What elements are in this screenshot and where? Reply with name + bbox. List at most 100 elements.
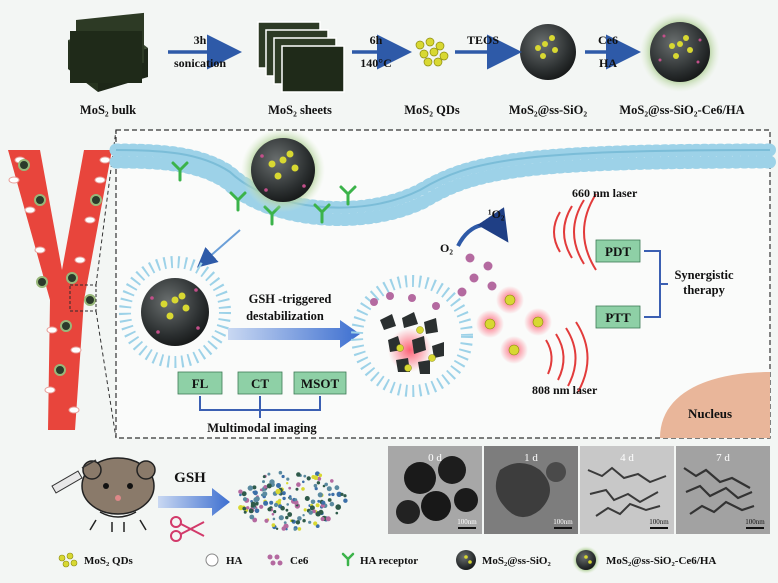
debris-dot bbox=[253, 490, 258, 496]
arrow2-top-text: 6h bbox=[370, 33, 383, 47]
step-label-qds: MoS₂ QDs bbox=[404, 103, 460, 117]
oxygen-conversion-arrow bbox=[456, 207, 509, 247]
debris-dot bbox=[304, 496, 310, 501]
synergy-bracket bbox=[644, 250, 668, 318]
debris-dot bbox=[250, 501, 256, 507]
debris-dot bbox=[262, 480, 265, 484]
debris-dot bbox=[248, 508, 254, 514]
ce6-cluster-icon bbox=[267, 554, 283, 566]
legend-label-qds: MoS₂ QDs bbox=[84, 555, 134, 567]
debris-dot bbox=[283, 521, 287, 524]
endosome-left bbox=[119, 256, 231, 368]
mos2-qds-cluster bbox=[415, 37, 449, 67]
debris-dot bbox=[252, 517, 258, 523]
debris-dot bbox=[241, 491, 247, 497]
tem-panel-4d bbox=[580, 446, 674, 534]
debris-dot bbox=[266, 483, 272, 489]
debris-dot bbox=[263, 485, 268, 489]
gsh-trigger-arrow bbox=[228, 320, 360, 348]
debris-dot bbox=[343, 498, 348, 503]
arrow2-bottom-text: 140°C bbox=[360, 56, 391, 70]
debris-dot bbox=[276, 483, 281, 488]
debris-dot bbox=[281, 474, 285, 479]
debris-dot bbox=[294, 498, 298, 502]
debris-dot bbox=[302, 519, 306, 523]
debris-dot bbox=[249, 514, 255, 520]
debris-dot bbox=[313, 483, 318, 488]
debris-dot bbox=[340, 492, 344, 496]
synergy-line2: therapy bbox=[683, 283, 725, 297]
oxygen-label: O₂ bbox=[440, 241, 453, 255]
scale-bar-4d: 100nm bbox=[649, 518, 669, 526]
debris-dot bbox=[301, 487, 305, 491]
debris-dot bbox=[287, 512, 293, 517]
debris-dot bbox=[281, 526, 286, 531]
debris-dot bbox=[267, 507, 272, 512]
cell-membrane bbox=[109, 143, 777, 227]
debris-dot bbox=[343, 494, 347, 498]
debris-dot bbox=[325, 516, 331, 522]
debris-dot bbox=[246, 506, 250, 510]
debris-dot bbox=[281, 491, 286, 496]
debris-dot bbox=[329, 501, 335, 507]
step-label-sheets: MoS₂ sheets bbox=[268, 103, 332, 117]
arrow3-top-text: TEOS bbox=[467, 33, 499, 47]
debris-dot bbox=[309, 505, 315, 511]
legend-label-receptor: HA receptor bbox=[360, 555, 418, 567]
debris-dot bbox=[302, 514, 305, 517]
debris-dot bbox=[242, 506, 247, 511]
debris-dot bbox=[262, 491, 268, 497]
gsh-bottom-arrow bbox=[158, 488, 230, 516]
ha-receptors bbox=[171, 161, 357, 226]
debris-dot bbox=[252, 485, 257, 490]
mos2-sheets-stack bbox=[257, 21, 345, 93]
debris-dot bbox=[259, 488, 263, 492]
legend-label-ha: HA bbox=[226, 555, 243, 567]
arrow1-bottom-text: sonication bbox=[174, 56, 226, 70]
debris-dot bbox=[262, 475, 266, 479]
debris-dot bbox=[303, 508, 307, 512]
debris-dot bbox=[271, 523, 276, 527]
mouse-illustration bbox=[51, 457, 156, 532]
gsh-trigger-line2: destabilization bbox=[246, 309, 324, 323]
gsh-bottom-label: GSH bbox=[174, 470, 206, 486]
fl-label: FL bbox=[192, 376, 209, 391]
imaging-caption: Multimodal imaging bbox=[207, 421, 317, 435]
debris-dot bbox=[238, 489, 243, 494]
pdt-label: PDT bbox=[605, 244, 631, 259]
debris-dot bbox=[308, 510, 313, 515]
legend-label-ce6: Ce6 bbox=[290, 555, 309, 567]
debris-dot bbox=[280, 505, 285, 511]
debris-dot bbox=[296, 482, 301, 487]
debris-dot bbox=[275, 488, 281, 495]
ptt-label: PTT bbox=[605, 310, 631, 325]
mos2-bulk-block bbox=[68, 12, 148, 92]
nucleus-shape bbox=[660, 372, 770, 438]
debris-dot bbox=[286, 477, 290, 481]
step-label-sio2: MoS₂@ss-SiO₂ bbox=[509, 103, 587, 117]
degraded-particle-cloud bbox=[238, 470, 348, 531]
debris-dot bbox=[275, 527, 279, 530]
msot-box bbox=[293, 371, 347, 395]
debris-dot bbox=[272, 517, 276, 521]
nucleus-label: Nucleus bbox=[688, 406, 732, 421]
debris-dot bbox=[285, 508, 289, 512]
debris-dot bbox=[247, 485, 253, 491]
debris-dot bbox=[278, 470, 283, 475]
debris-dot bbox=[313, 521, 318, 526]
debris-dot bbox=[334, 485, 340, 491]
debris-dot bbox=[310, 499, 316, 505]
qd-cluster-icon bbox=[58, 552, 78, 568]
debris-dot bbox=[267, 472, 271, 476]
debris-dot bbox=[335, 511, 339, 515]
debris-dot bbox=[286, 482, 289, 485]
debris-dot bbox=[317, 499, 321, 503]
blood-vessel bbox=[8, 150, 112, 430]
ct-box bbox=[237, 371, 283, 395]
debris-dot bbox=[288, 486, 292, 490]
scale-bar-0d: 100nm bbox=[457, 518, 477, 526]
laser-808-label: 808 nm laser bbox=[532, 383, 598, 397]
debris-dot bbox=[317, 492, 323, 498]
